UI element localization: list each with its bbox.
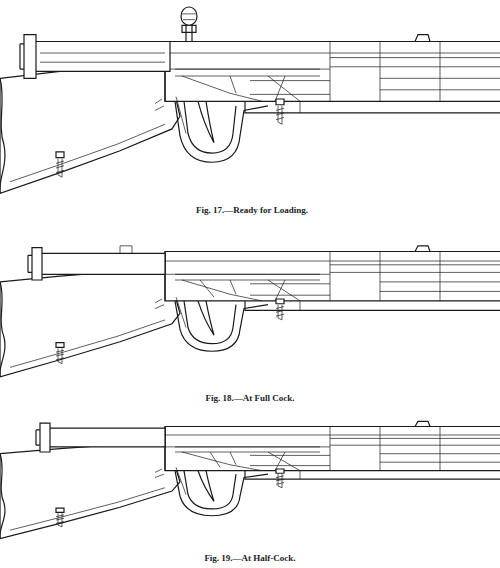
rifle-half-cock bbox=[0, 421, 500, 538]
rifle-full-cock bbox=[0, 246, 500, 377]
rifle-open bbox=[0, 7, 500, 193]
figure-caption: Fig. 19.—At Half-Cock. bbox=[202, 553, 297, 563]
figure-caption: Fig. 17.—Ready for Loading. bbox=[194, 205, 310, 215]
figure-caption: Fig. 18.—At Full Cock. bbox=[204, 393, 297, 403]
